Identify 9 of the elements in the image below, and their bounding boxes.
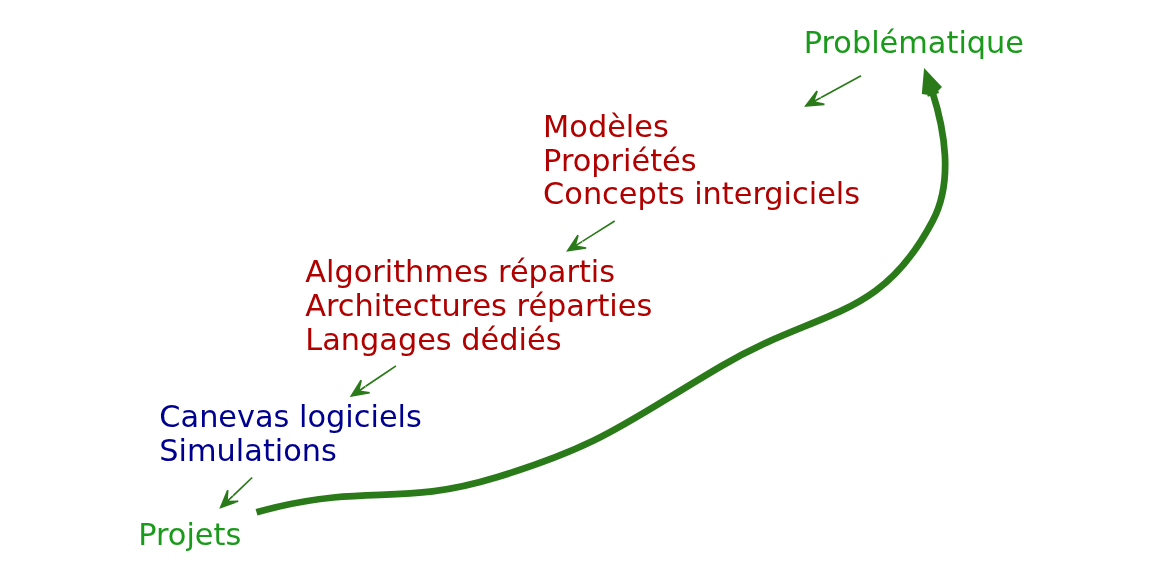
node-text: Projets	[138, 517, 242, 553]
node-text: Canevas logiciels Simulations	[159, 399, 422, 468]
arrow	[219, 476, 254, 509]
arrow	[805, 75, 862, 107]
arrow	[350, 365, 397, 397]
node-text: Problématique	[803, 24, 1025, 60]
arrow	[566, 220, 616, 252]
node-text: Modèles Propriétés Concepts intergiciels	[543, 108, 861, 212]
node-text: Algorithmes répartis Architectures réparties Langages dédiés	[305, 254, 653, 357]
